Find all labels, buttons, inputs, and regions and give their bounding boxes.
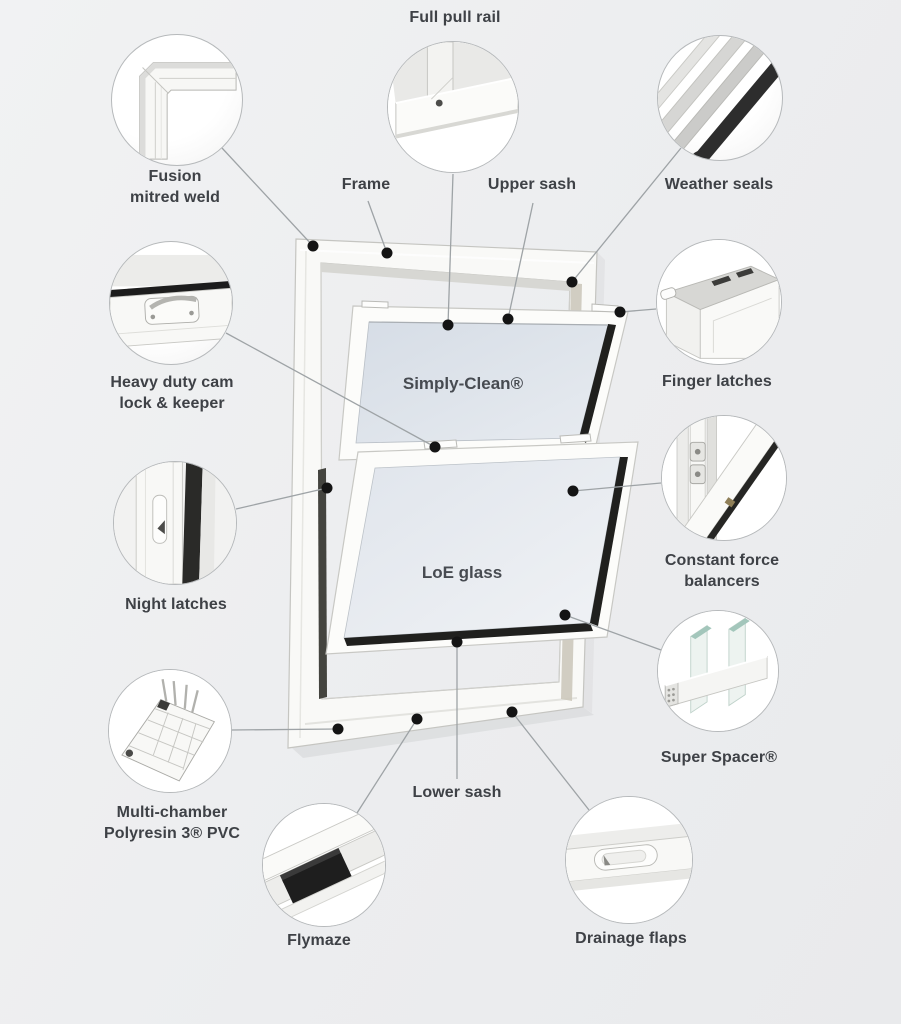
callout-night-latches — [113, 461, 237, 585]
label-cam-lock: Heavy duty cam lock & keeper — [110, 374, 234, 412]
upper-sash-glass-text: Simply-Clean® — [403, 374, 524, 393]
callout-constant-force-balancers — [661, 415, 787, 541]
cam-lock-icon — [110, 254, 232, 348]
full-pull-rail-icon — [388, 42, 518, 172]
callout-lines — [221, 147, 682, 814]
callout-dots — [307, 240, 626, 735]
callout-multi-chamber-pvc — [108, 669, 232, 793]
constant-force-balancers-icon — [662, 416, 786, 540]
label-full-pull-rail: Full pull rail — [409, 9, 501, 26]
callout-drainage-flaps — [565, 796, 693, 924]
label-multi-chamber-pvc: Multi-chamber Polyresin 3® PVC — [103, 804, 241, 842]
finger-latches-icon — [657, 240, 781, 364]
label-super-spacer: Super Spacer® — [660, 749, 778, 766]
flymaze-icon — [263, 804, 385, 926]
callout-cam-lock — [109, 241, 233, 365]
drainage-flaps-icon — [566, 797, 692, 923]
night-latches-icon — [114, 462, 236, 584]
label-lower-sash: Lower sash — [412, 784, 502, 801]
callout-finger-latches — [656, 239, 782, 365]
upper-sash: Simply-Clean® — [338, 300, 629, 461]
callout-super-spacer — [657, 610, 779, 732]
label-night-latches: Night latches — [125, 596, 227, 613]
multi-chamber-pvc-icon — [109, 670, 231, 792]
fusion-mitred-weld-icon — [139, 62, 237, 160]
callout-fusion-mitred-weld — [111, 34, 243, 166]
super-spacer-icon — [658, 611, 778, 731]
label-weather-seals: Weather seals — [664, 176, 774, 193]
label-finger-latches: Finger latches — [662, 373, 772, 390]
lower-sash-glass-text: LoE glass — [422, 563, 502, 582]
callout-flymaze — [262, 803, 386, 927]
lower-sash: LoE glass — [325, 433, 639, 655]
label-drainage-flaps: Drainage flaps — [575, 930, 687, 947]
label-upper-sash: Upper sash — [487, 176, 577, 193]
label-constant-force-balancers: Constant force balancers — [664, 552, 780, 590]
label-fusion-mitred-weld: Fusion mitred weld — [129, 168, 221, 206]
weather-seals-icon — [658, 36, 782, 160]
callout-full-pull-rail — [387, 41, 519, 173]
label-frame: Frame — [341, 176, 391, 193]
callout-weather-seals — [657, 35, 783, 161]
label-flymaze: Flymaze — [287, 932, 351, 949]
